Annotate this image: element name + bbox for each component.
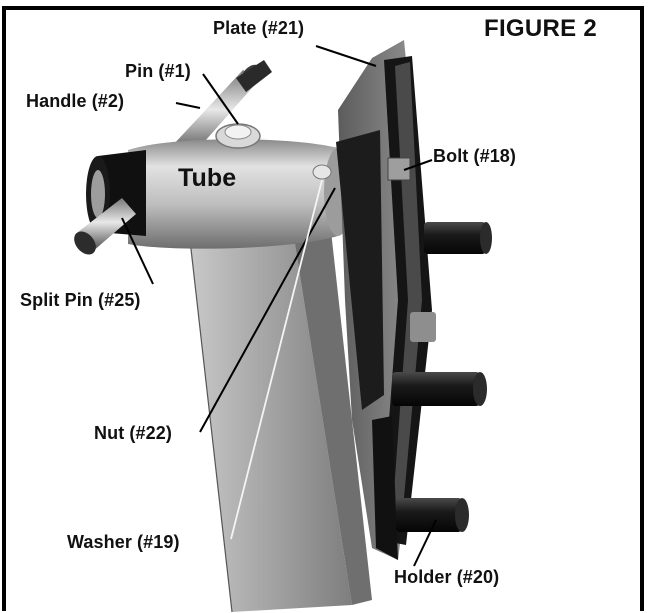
label-tube: Tube [178,164,237,192]
label-split-pin: Split Pin (#25) [20,290,141,310]
leader-bolt [403,159,433,171]
label-washer: Washer (#19) [67,532,180,552]
label-pin: Pin (#1) [125,61,191,81]
leader-holder [413,519,437,567]
label-handle: Handle (#2) [26,91,125,111]
bolt-part [312,157,411,181]
figure-frame [2,6,644,611]
label-nut: Nut (#22) [94,423,172,443]
leader-washer [230,179,323,540]
pin-part [215,123,261,149]
leader-handle [175,102,201,109]
split-pin-part [74,198,136,255]
support-post [189,222,372,613]
leader-split-pin [121,217,154,285]
label-plate: Plate (#21) [213,18,305,38]
label-bolt: Bolt (#18) [433,146,517,166]
leader-plate [315,45,377,67]
figure-title: FIGURE 2 [484,15,598,42]
handle-rod [172,60,272,158]
leader-nut [199,187,336,433]
label-holder: Holder (#20) [394,567,500,587]
holder-pegs [392,222,492,532]
leader-lines [121,45,437,567]
leader-pin [202,73,239,125]
